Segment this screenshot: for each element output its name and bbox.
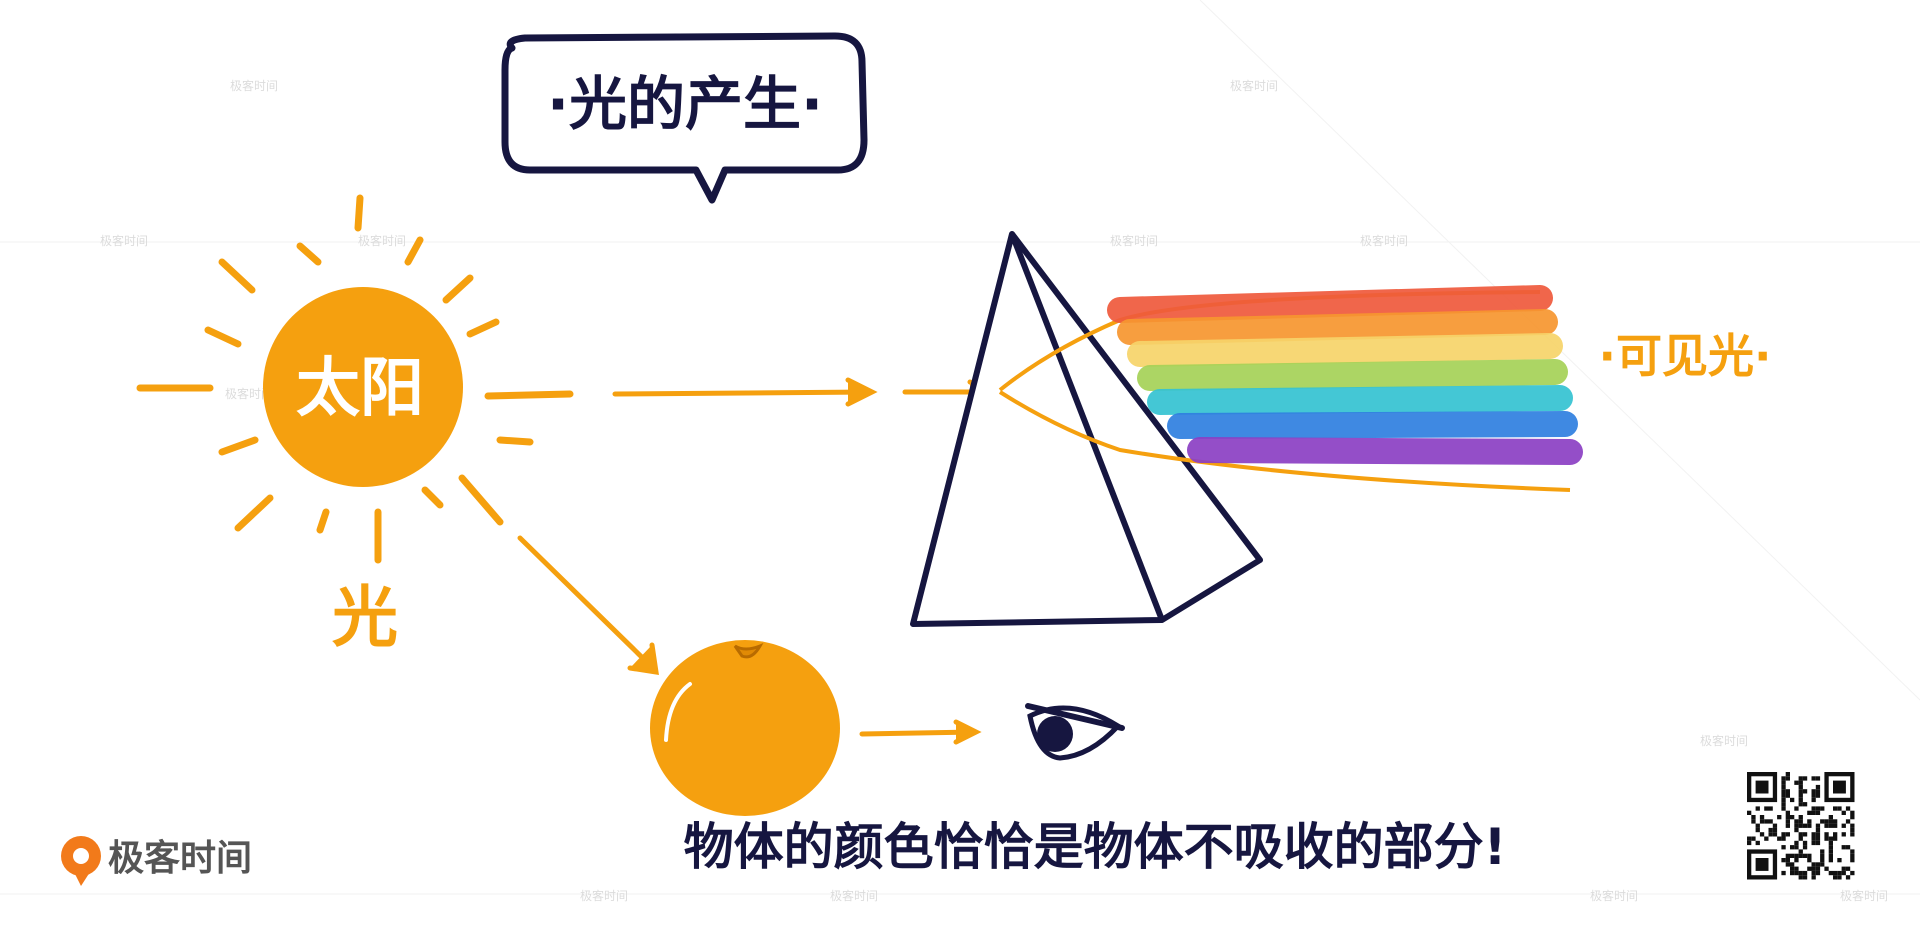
watermark: 极客时间 xyxy=(1230,78,1278,93)
rainbow-spectrum xyxy=(1107,285,1583,465)
speech-bubble-outline xyxy=(501,32,868,204)
watermark: 极客时间 xyxy=(100,233,148,248)
watermark: 极客时间 xyxy=(1590,888,1638,903)
title-bubble: ·光的产生· xyxy=(501,32,868,204)
orange-stem xyxy=(733,643,764,659)
brand-logo: 极客时间 xyxy=(61,836,252,886)
watermark: 极客时间 xyxy=(580,888,628,903)
spectrum-band-cyan xyxy=(1147,385,1573,415)
eye-icon xyxy=(1025,703,1125,761)
arrow-to-orange xyxy=(517,535,659,675)
diagram-title: ·光的产生· xyxy=(547,70,823,138)
watermark: 极客时间 xyxy=(830,888,878,903)
sun-disc xyxy=(263,287,463,487)
orange-highlight xyxy=(664,682,692,742)
spectrum-band-blue xyxy=(1167,411,1578,439)
watermark: 极客时间 xyxy=(1700,733,1748,748)
watermark: 极客时间 xyxy=(358,233,406,248)
qr-code xyxy=(1745,770,1857,882)
brand-name: 极客时间 xyxy=(108,837,252,878)
spectrum-band-violet xyxy=(1187,437,1583,465)
spectrum-band-red xyxy=(1107,285,1553,323)
spectrum-band-orange xyxy=(1117,309,1558,345)
watermark: 极客时间 xyxy=(230,78,278,93)
spectrum-band-green xyxy=(1137,359,1568,391)
arrow-to-eye xyxy=(859,719,982,745)
watermark: 极客时间 xyxy=(1360,233,1408,248)
caption: 物体的颜色恰恰是物体不吸收的部分! xyxy=(684,818,1507,876)
watermark: 极客时间 xyxy=(1110,233,1158,248)
watermarks: 极客时间 极客时间 极客时间 极客时间 极客时间 极客时间 极客时间 极客时间 … xyxy=(100,78,1888,903)
arrow-to-prism xyxy=(612,377,999,407)
spectrum-band-yellow xyxy=(1127,333,1563,367)
orange-fruit xyxy=(650,640,840,816)
watermark: 极客时间 xyxy=(1840,888,1888,903)
visible-light-label: ·可见光· xyxy=(1599,329,1772,383)
light-label: 光 xyxy=(332,579,398,656)
sun: 太阳 xyxy=(136,194,574,564)
prism xyxy=(910,231,1263,627)
sun-label: 太阳 xyxy=(296,352,424,426)
sun-rays xyxy=(136,194,574,564)
watermark: 极客时间 xyxy=(225,386,273,401)
